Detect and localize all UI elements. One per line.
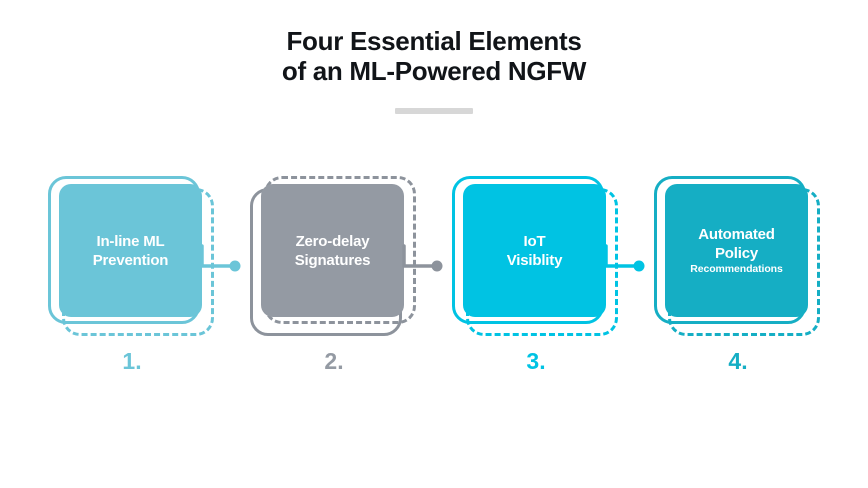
- card-label-line-2: Policy: [715, 245, 758, 262]
- card-iot-visibility[interactable]: IoT Visiblity: [452, 170, 620, 390]
- card-zero-delay-signatures[interactable]: Zero-delay Signatures: [250, 170, 418, 390]
- card-body: Automated Policy Recommendations: [665, 184, 808, 317]
- card-label-line-1: Zero-delay: [295, 232, 370, 250]
- card-sublabel: Recommendations: [690, 263, 783, 275]
- card-number-1: 1.: [122, 348, 142, 374]
- card-body: IoT Visiblity: [463, 184, 606, 317]
- title-divider: [395, 108, 473, 114]
- card-number-3: 3.: [526, 348, 546, 374]
- page-title: Four Essential Elements of an ML-Powered…: [0, 26, 868, 114]
- card-body: In-line ML Prevention: [59, 184, 202, 317]
- card-body: Zero-delay Signatures: [261, 184, 404, 317]
- numbers-row: 1. 2. 3. 4.: [0, 348, 868, 388]
- card-label-line-1: In-line ML: [96, 232, 165, 250]
- page-title-line-2: of an ML-Powered NGFW: [281, 56, 587, 86]
- page-title-line-1: Four Essential Elements: [286, 26, 582, 56]
- card-number-2: 2.: [324, 348, 344, 374]
- card-in-line-ml-prevention[interactable]: In-line ML Prevention: [48, 170, 216, 390]
- card-label-line-1: IoT: [523, 232, 546, 250]
- card-label-line-2: Prevention: [92, 251, 169, 269]
- card-label-line-1: Automated: [698, 226, 775, 243]
- cards-row: In-line ML Prevention Zero-delay Signatu…: [0, 170, 868, 390]
- card-automated-policy-recommendations[interactable]: Automated Policy Recommendations: [654, 170, 822, 390]
- card-number-4: 4.: [728, 348, 748, 374]
- card-label-line-2: Visiblity: [506, 251, 563, 269]
- card-label-line-2: Signatures: [294, 251, 371, 269]
